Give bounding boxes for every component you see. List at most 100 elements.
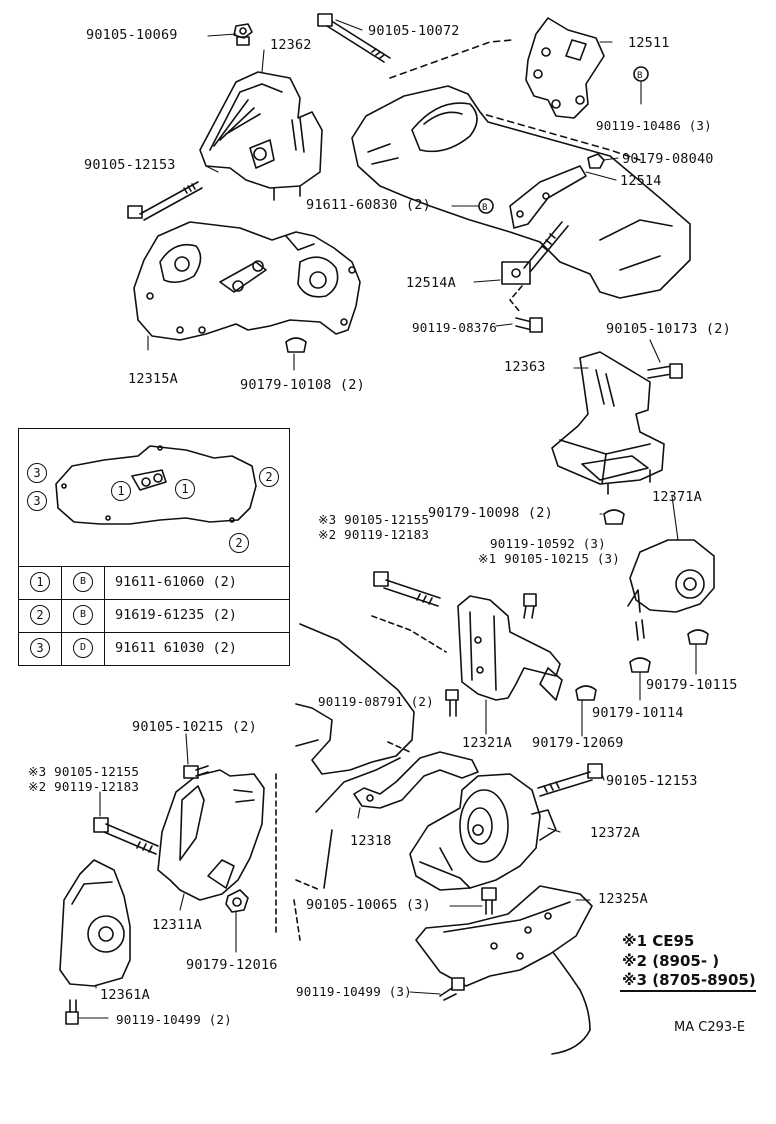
nut-90179-10108 [285,337,307,353]
label-90105-10173: 90105-10173 (2) [606,321,731,337]
cover-12315A [133,221,361,341]
mount-12362 [199,71,323,201]
bolt-90119-10499-3 [439,977,465,1001]
mount-12361A [59,859,131,987]
nut-90105-10069 [233,23,253,46]
label-90179-12016: 90179-12016 [186,957,278,973]
note-1: ※1 CE95 [622,932,695,950]
label-12325A: 12325A [598,891,648,907]
label-90179-10108: 90179-10108 (2) [240,377,365,393]
bolt-90105-10072 [317,13,391,63]
label-12363: 12363 [504,359,546,375]
legend-num-2: 2 [30,605,50,625]
label-90179-08040: 90179-08040 [622,151,714,167]
nut-90179-12069 [575,685,597,701]
nut-90179-10115 [687,629,709,645]
label-12372A: 12372A [590,825,640,841]
label-90119-08376: 90119-08376 [412,320,497,335]
label-12514A: 12514A [406,275,456,291]
inset-mark-3a: 3 [27,463,47,483]
label-90119-10499-2: 90119-10499 (2) [116,1012,232,1027]
legend-part-3: 91611 61030 (2) [115,640,237,656]
note-2: ※2 (8905- ) [622,952,720,970]
legend-letter-1: B [73,572,93,592]
bolt-90119-10592 [523,593,537,619]
nut-90179-10114 [629,657,651,673]
label-12371A: 12371A [652,489,702,505]
gasket-inset [55,445,257,525]
notes-underline [620,990,756,992]
label-90119-10486: 90119-10486 (3) [596,118,712,133]
label-90179-10114: 90179-10114 [592,705,684,721]
legend-num-1: 1 [30,572,50,592]
label-12514: 12514 [620,173,662,189]
legend-part-2: 91619-61235 (2) [115,607,237,623]
label-12361A: 12361A [100,987,150,1003]
legend-inset: 3 3 1 1 2 2 [19,429,289,567]
note-3: ※3 (8705-8905) [622,971,756,989]
label-12318: 12318 [350,833,392,849]
bracket-12514 [509,165,587,229]
mount-12371A [627,539,715,613]
inset-mark-3b: 3 [27,491,47,511]
nut-90179-12016 [225,889,249,913]
label-91611-60830: 91611-60830 (2) [306,197,431,213]
inset-mark-1a: 1 [111,481,131,501]
bolt-90119-08791 [445,689,459,717]
label-90119-10499-3: 90119-10499 (3) [296,984,412,999]
label-90105-12153-mid: 90105-12153 [606,773,698,789]
bolt-90105-12153-top [127,181,203,221]
nut-90119-10486: B [633,66,649,82]
legend-row-2: 2 B 91619-61235 (2) [19,599,289,633]
engine-housing [351,85,691,299]
label-90119-10592: 90119-10592 (3) [490,536,606,551]
mount-12372A [409,773,557,891]
legend-row-3: 3 D 91611 61030 (2) [19,632,289,665]
label-12311A: 12311A [152,917,202,933]
label-90119-08791: 90119-08791 (2) [318,694,434,709]
inset-mark-1b: 1 [175,479,195,499]
bolt-90105-12153-mid [537,763,603,797]
label-90179-12069: 90179-12069 [532,735,624,751]
legend-row-1: 1 B 91611-61060 (2) [19,566,289,600]
legend-table: 3 3 1 1 2 2 1 B 91611-61060 (2) 2 B 9161… [18,428,290,666]
label-90179-10115: 90179-10115 [646,677,738,693]
bracket-12514A [501,221,569,285]
svg-text:B: B [482,203,487,213]
label-90119-12183-a: ※2 90119-12183 [318,527,430,542]
label-90105-10215-2: 90105-10215 (2) [132,719,257,735]
label-90105-10215-3: ※1 90105-10215 (3) [478,551,621,566]
bolt-91611-60830: B [478,198,494,214]
bolt-90105-10065 [481,887,497,915]
bolt-90105-10215-2 [183,765,209,779]
legend-part-1: 91611-61060 (2) [115,574,237,590]
bolt-90105-12155-b [93,817,159,855]
bracket-12321A [457,595,563,701]
nut-90179-08040 [587,153,605,169]
rod-12318 [353,751,479,809]
inset-mark-2a: 2 [259,467,279,487]
mount-12363 [551,351,665,495]
label-90105-12155-a: ※3 90105-12155 [318,512,430,527]
svg-text:B: B [637,71,642,81]
leader-lines [77,19,697,1019]
bolt-90119-10499-2 [65,999,79,1025]
bolt-12371A [635,619,645,641]
bracket-12311A [157,769,265,901]
bolt-90119-08376 [515,317,543,333]
bolt-90105-10173 [647,363,683,379]
label-12511: 12511 [628,35,670,51]
nut-90179-10098 [603,509,625,525]
label-90105-12155-b: ※3 90105-12155 [28,764,140,779]
inset-mark-2b: 2 [229,533,249,553]
label-90105-10069: 90105-10069 [86,27,178,43]
bracket-12511 [525,17,605,119]
label-90179-10098: 90179-10098 (2) [428,505,553,521]
label-90105-10065: 90105-10065 (3) [306,897,431,913]
legend-letter-3: D [73,638,93,658]
bracket-12325A [415,885,593,987]
assembly-lines [275,615,447,941]
label-90105-12153-top: 90105-12153 [84,157,176,173]
bolt-90105-12155-a [373,571,441,607]
